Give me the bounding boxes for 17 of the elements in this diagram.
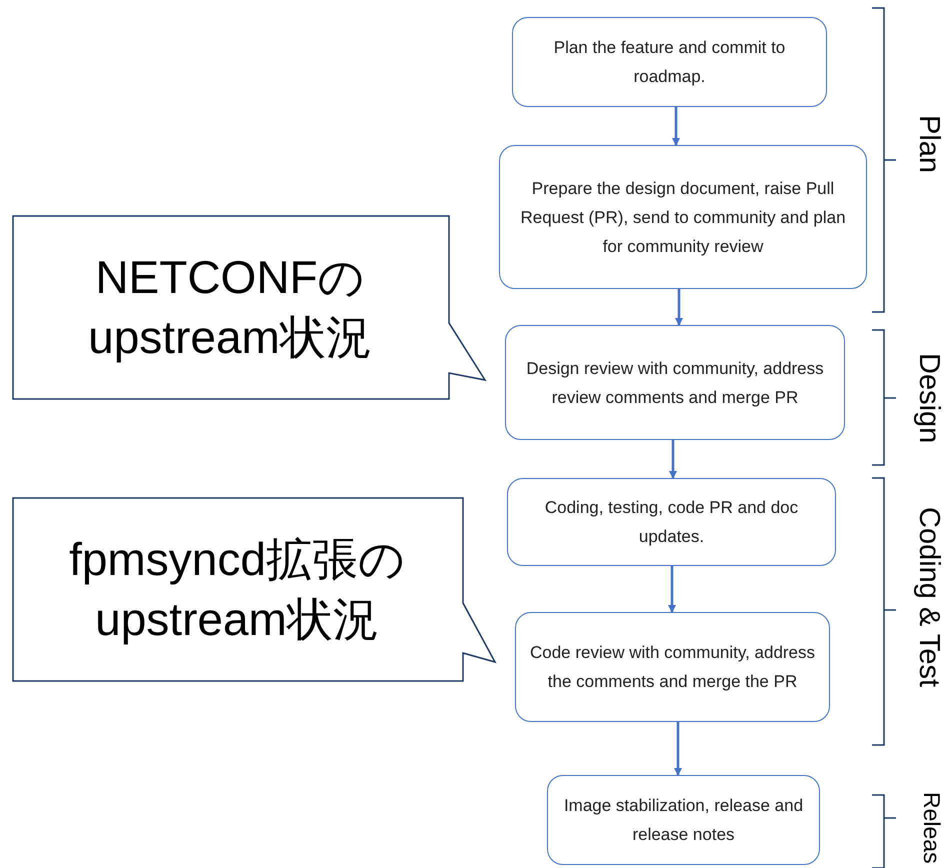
arrow: [675, 289, 683, 326]
speech-bubble: fpmsyncd拡張のupstream状況: [12, 497, 497, 682]
process-box: Design review with community, address review comments and merge PR: [505, 325, 845, 440]
arrow: [674, 722, 682, 776]
process-box: Coding, testing, code PR and doc updates.: [507, 478, 836, 566]
stage-label: Design: [912, 352, 945, 443]
arrow: [669, 440, 677, 479]
speech-bubble: NETCONFのupstream状況: [12, 215, 487, 400]
arrow: [668, 566, 676, 613]
process-box: Plan the feature and commit to roadmap.: [512, 17, 827, 107]
stage-label: Plan: [912, 115, 945, 174]
arrow: [672, 107, 680, 146]
process-box: Prepare the design document, raise Pull Request (PR), send to community and plan for community review: [499, 145, 867, 289]
stage-label: Coding & Test: [912, 506, 945, 687]
process-box: Code review with community, address the comments and merge the PR: [515, 612, 830, 722]
stage-label: Releas: [918, 792, 945, 864]
process-box: Image stabilization, release and release notes: [547, 775, 820, 865]
